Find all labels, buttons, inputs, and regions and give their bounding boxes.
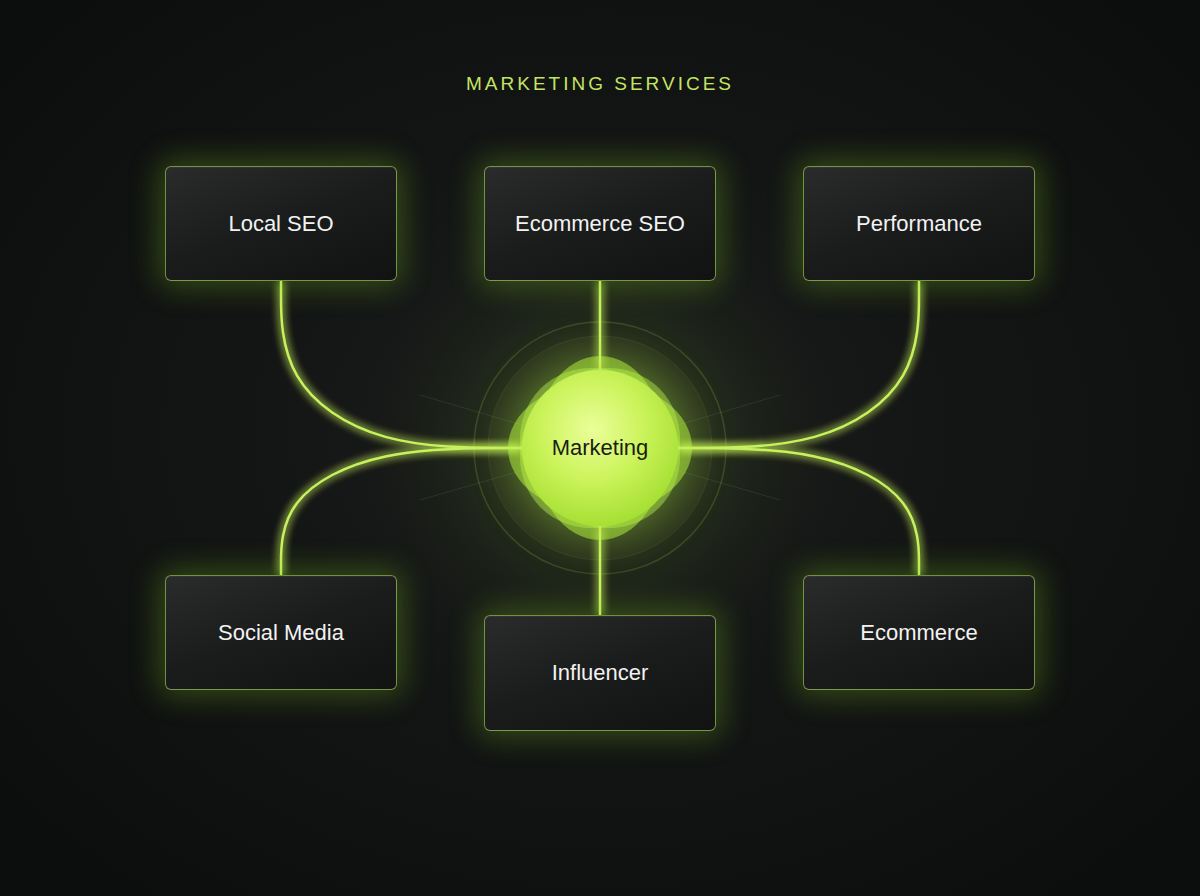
node-label: Local SEO	[228, 210, 333, 238]
node-label: Performance	[856, 210, 982, 238]
connector-line	[599, 281, 602, 370]
service-box: Social Media	[165, 575, 397, 690]
service-box: Influencer	[484, 615, 716, 731]
service-box: Ecommerce	[803, 575, 1035, 690]
service-box: Ecommerce SEO	[484, 166, 716, 281]
node-label: Influencer	[552, 659, 649, 687]
node-label: Ecommerce	[860, 619, 977, 647]
node-label: Ecommerce SEO	[515, 210, 685, 238]
connector-line	[281, 281, 522, 448]
connector-line	[281, 448, 522, 575]
connector-line	[678, 448, 919, 575]
service-box: Performance	[803, 166, 1035, 281]
connector-line	[599, 526, 602, 615]
connector-line	[678, 281, 919, 448]
service-box: Local SEO	[165, 166, 397, 281]
hub-circle: Marketing	[522, 370, 678, 526]
diagram-title: MARKETING SERVICES	[0, 72, 1200, 96]
node-label: Social Media	[218, 619, 344, 647]
node-label: Marketing	[552, 434, 649, 462]
